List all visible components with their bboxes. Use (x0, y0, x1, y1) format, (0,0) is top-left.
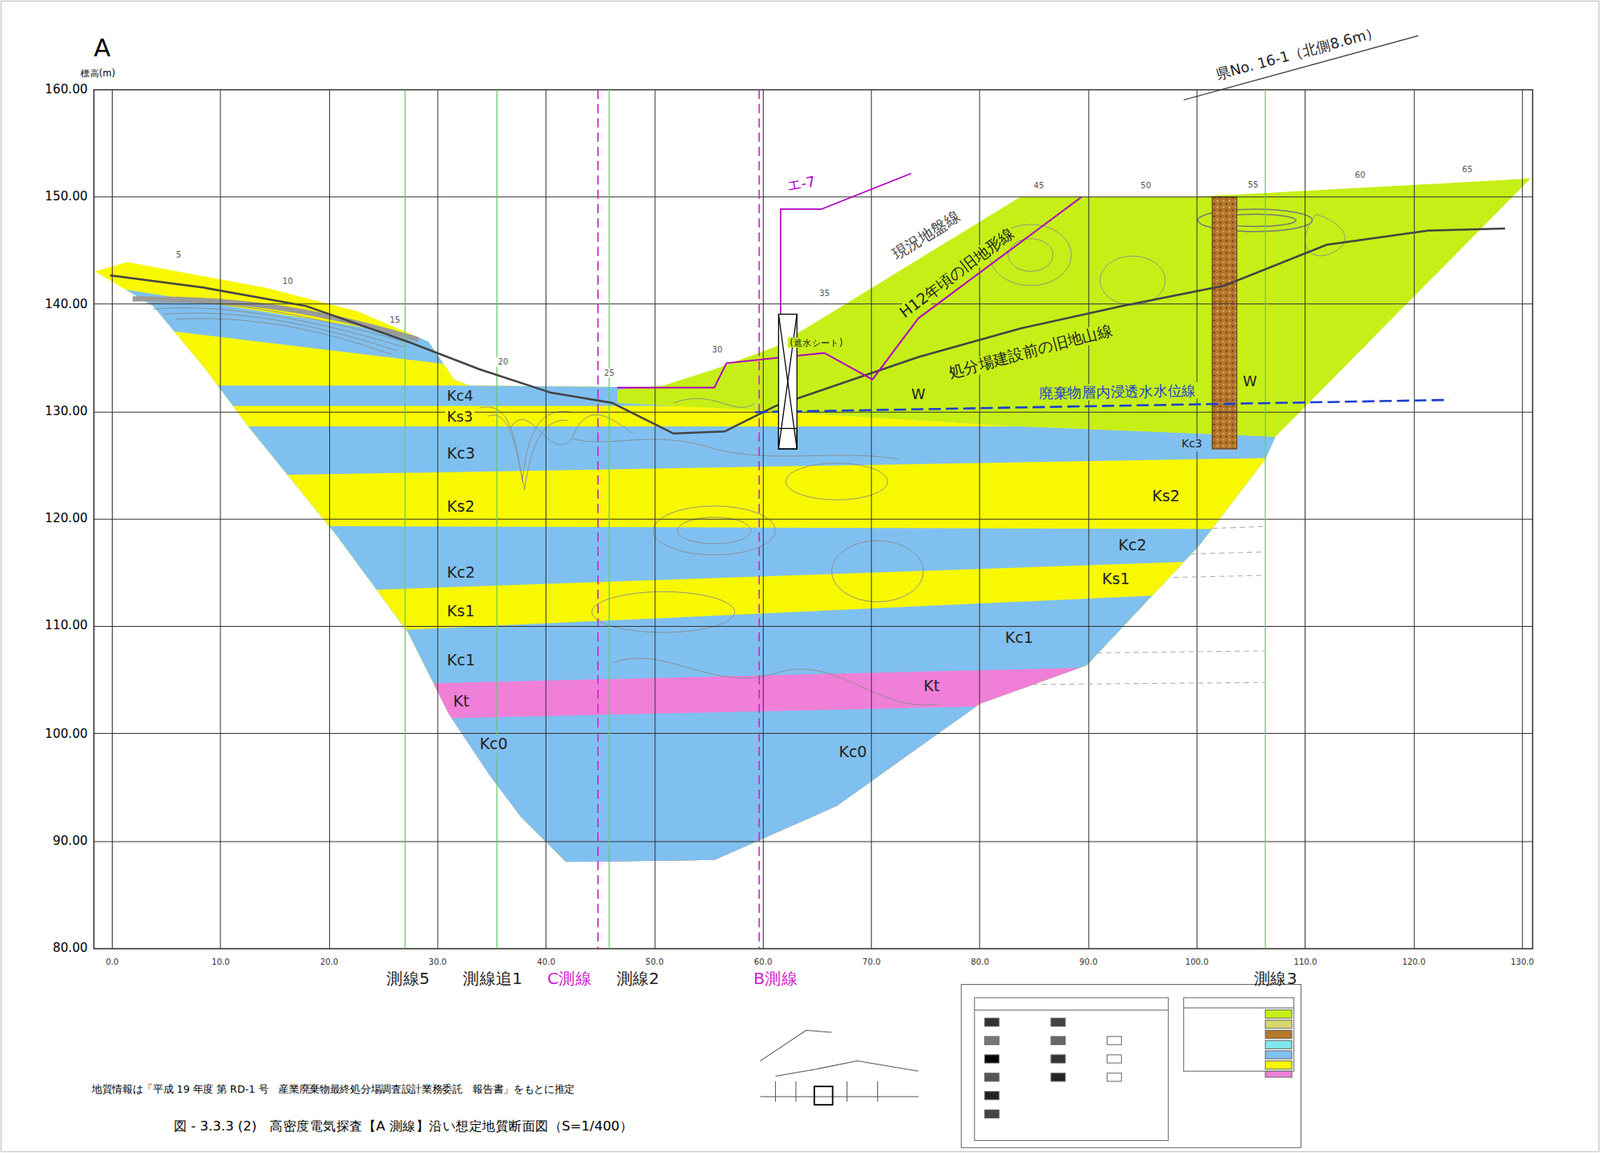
waste-layer (617, 178, 1531, 438)
line-name: 測線3 (1253, 969, 1297, 989)
electrode-number: 55 (1245, 180, 1261, 190)
electrode-number: 10 (280, 276, 296, 287)
axis-tick: 110.0 (1293, 957, 1317, 968)
axis-tick: 60.0 (754, 957, 773, 968)
layer-label: Kt (921, 677, 942, 696)
layer-label: Ks3 (445, 408, 475, 425)
layer-label: W (909, 385, 928, 402)
electrode-number: 5 (173, 250, 184, 260)
layer-label: Ks2 (445, 498, 478, 516)
electrode-number: 50 (1138, 181, 1154, 191)
borehole-column (1212, 197, 1237, 450)
survey-lines (404, 90, 1266, 950)
layer-label: Kc1 (445, 652, 478, 671)
electrode-number: 35 (816, 288, 832, 299)
axis-tick: 130.0 (1510, 957, 1535, 968)
axis-tick: 110.00 (45, 619, 88, 634)
figure-caption: 図 - 3.3.3 (2) 高密度電気探査【A 測線】沿い想定地質断面図（S=1… (173, 1120, 634, 1136)
axis-tick: 30.0 (428, 957, 447, 968)
line-label: 廃棄物層内浸透水水位線 (1036, 382, 1199, 402)
source-note: 地質情報は「平成 19 年度 第 RD-1 号 産業廃棄物最終処分場調査設計業務… (91, 1084, 575, 1097)
layer-label: Kc2 (445, 564, 478, 583)
axis-tick: 40.0 (536, 957, 556, 968)
axis-tick: 90.0 (1079, 957, 1098, 968)
boring-log (778, 313, 797, 449)
electrode-number: 20 (495, 357, 511, 368)
layer-label: Kc3 (1179, 438, 1205, 452)
old-ground-line (110, 228, 1506, 434)
electrode-number: 65 (1459, 164, 1475, 175)
axis-tick: 150.00 (45, 189, 88, 204)
layer-label: Kc3 (445, 445, 478, 463)
layer-label: Kc4 (445, 387, 476, 405)
crossing-lines (597, 90, 759, 950)
electrode-number: 30 (709, 345, 725, 355)
line-name: C測線 (547, 969, 592, 989)
layer-label: Ks1 (1100, 570, 1133, 589)
axis-tick: 70.0 (862, 957, 882, 968)
line-name: B測線 (753, 969, 797, 989)
water-level-line (754, 400, 1449, 413)
axis-tick: 130.00 (45, 404, 88, 419)
layer-label: Kc2 (1116, 536, 1149, 555)
axis-title: 標高(m) (80, 68, 116, 79)
axis-tick: 140.00 (45, 297, 88, 312)
layer-label: Ks1 (445, 603, 478, 622)
layer-label: Kc0 (837, 744, 870, 763)
line-name: 測線5 (386, 969, 429, 989)
axis-tick: 90.00 (52, 834, 88, 849)
note-label: (遮水シート) (787, 337, 846, 348)
line-name: 測線追1 (462, 969, 523, 989)
layer-label: Ks2 (1150, 488, 1183, 507)
axis-tick: 20.0 (320, 957, 339, 968)
section-letter: A (93, 34, 111, 63)
axis-tick: 50.0 (645, 957, 664, 968)
axis-tick: 80.0 (970, 957, 990, 968)
extension-lines (1032, 526, 1266, 685)
layer-label: Kc1 (1002, 630, 1036, 648)
axis-tick: 160.00 (45, 82, 88, 97)
axis-tick: 100.0 (1185, 957, 1209, 968)
contours (132, 209, 1345, 706)
layer-label: Kc0 (477, 736, 510, 755)
line-name: 測線2 (616, 969, 660, 989)
axis-tick: 120.0 (1402, 957, 1426, 968)
electrode-number: 60 (1352, 170, 1368, 181)
axis-tick: 100.00 (45, 726, 88, 741)
layer-label: W (1241, 373, 1260, 390)
grid (94, 90, 1534, 950)
electrode-number: 45 (1031, 181, 1047, 191)
electrode-number: 15 (387, 315, 403, 326)
axis-tick: 10.0 (211, 957, 231, 968)
electrode-number: 25 (602, 368, 617, 379)
inset-figure (760, 1030, 920, 1106)
axis-tick: 80.00 (52, 941, 88, 956)
axis-tick: 0.0 (105, 957, 119, 968)
legend-box (960, 984, 1301, 1148)
layer-label: Kt (450, 692, 471, 711)
axis-tick: 120.00 (45, 512, 88, 527)
